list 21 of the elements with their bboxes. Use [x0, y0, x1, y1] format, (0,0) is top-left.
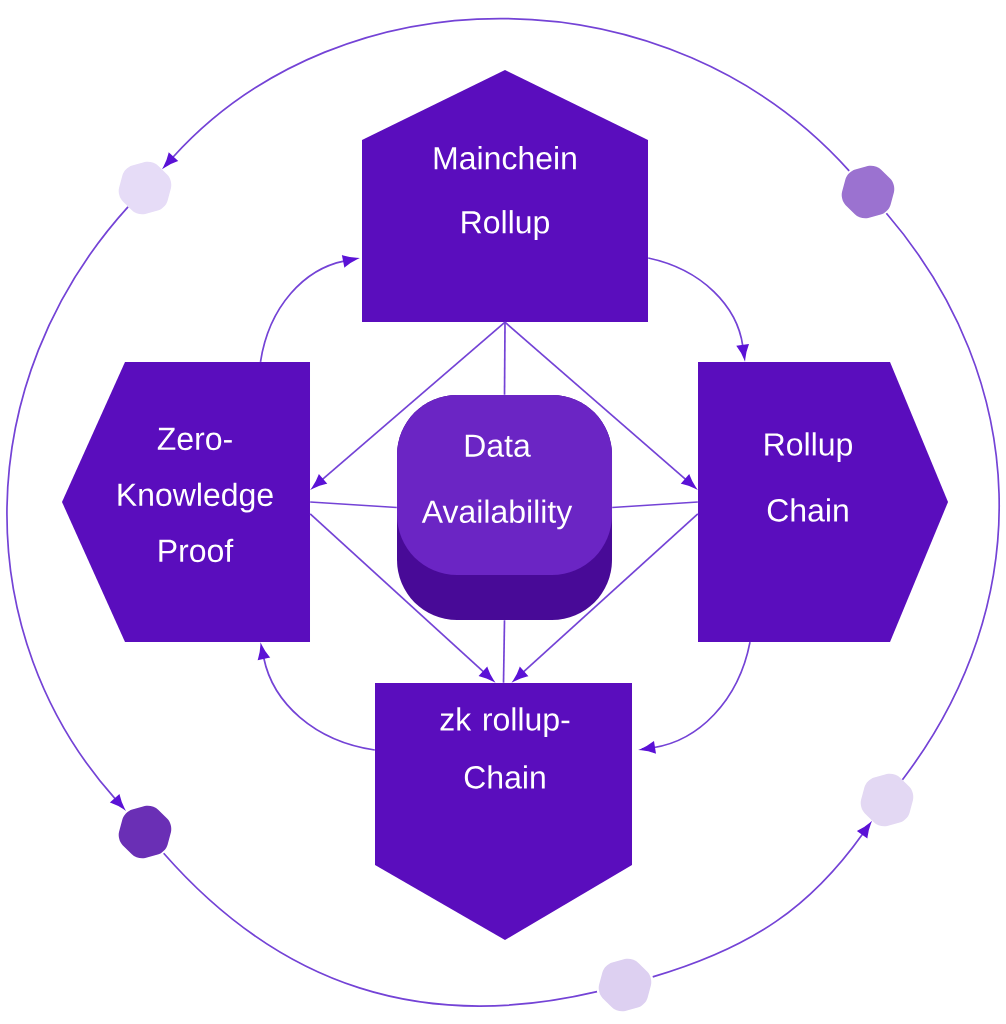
rounded-box: Data Availability: [397, 395, 612, 620]
hexagon-gem: [841, 165, 895, 219]
pentagon-box: zk rollup- Chain: [375, 683, 632, 940]
hexagon-gem: [860, 773, 914, 827]
hexagon-gem: [118, 161, 172, 215]
arrow: [163, 17, 850, 172]
arrow: [309, 513, 494, 682]
pentagon-box: Mainchein Rollup: [362, 70, 648, 322]
arrow: [311, 321, 506, 489]
arrow: [640, 641, 751, 754]
arrow: [513, 513, 699, 682]
hexagon-gem: [598, 958, 652, 1012]
hexagon-box: Rollup Chain: [698, 362, 948, 642]
arrow: [647, 257, 749, 360]
arrow: [651, 822, 871, 978]
arrow: [258, 644, 376, 751]
hexagon-box: Zero- Knowledge Proof: [62, 362, 310, 642]
arrow: [504, 321, 697, 489]
arrow: [6, 206, 129, 810]
arrow: [259, 255, 358, 363]
hexagon-gem: [118, 805, 172, 859]
